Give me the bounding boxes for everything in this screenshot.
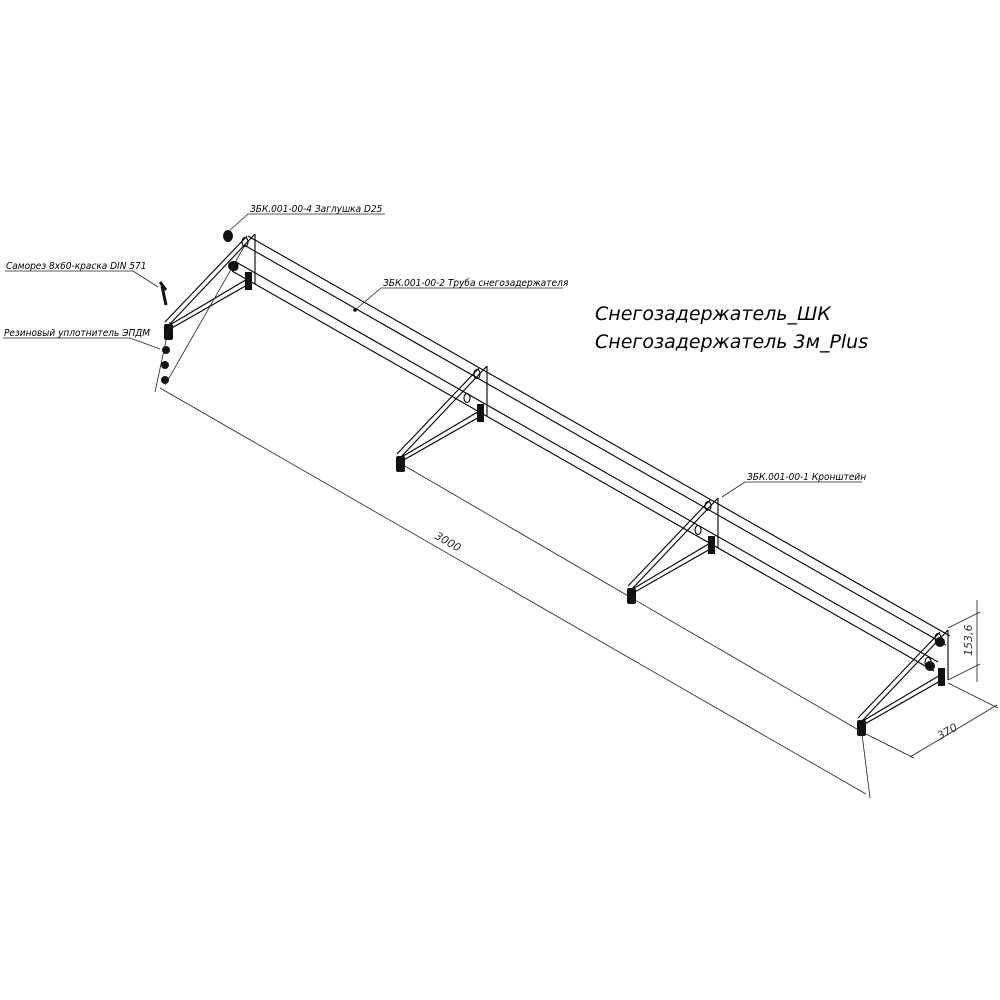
rubber-seal-icon (161, 346, 170, 384)
bolt-icon (245, 272, 252, 290)
bracket-callout-label: ЗБК.001-00-1 Кронштейн (747, 472, 866, 483)
screw-callout-label: Саморез 8х60-краска DIN 571 (6, 261, 146, 272)
bolt-icon (938, 668, 945, 686)
bracket (164, 233, 256, 340)
bracket (627, 497, 719, 604)
end-plug-icon (925, 661, 935, 671)
bolt-icon (477, 404, 484, 422)
end-plug-icon (935, 637, 945, 647)
foot-fastener-icon (857, 720, 866, 736)
tube-callout-label: ЗБК.001-00-2 Труба снегозадержателя (383, 277, 569, 289)
bolt-icon (708, 536, 715, 554)
bracket-callout-leader (721, 481, 862, 498)
lower-tube (231, 261, 939, 672)
screw-icon (158, 281, 168, 306)
drawing-title-line2: Снегозадержатель 3м_Plus (595, 331, 868, 353)
end-plug-icon (223, 230, 233, 242)
height-dimension-value: 153,6 (962, 625, 975, 657)
length-dimension-value: 3000 (433, 529, 464, 554)
screw-callout-leader (5, 270, 159, 288)
seal-callout-label: Резиновый уплотнитель ЭПДМ (4, 328, 150, 339)
upper-tube (243, 235, 951, 646)
bracket (857, 629, 949, 736)
plug-callout-leader (229, 213, 385, 231)
depth-dimension-value: 370 (935, 721, 960, 743)
foot-fastener-icon (396, 456, 405, 472)
foot-fastener-icon (164, 324, 173, 340)
depth-dimension (865, 682, 999, 759)
tube-callout-leader (353, 287, 563, 312)
plug-callout-label: ЗБК.001-00-4 Заглушка D25 (250, 204, 383, 215)
length-dimension (154, 321, 871, 799)
height-dimension (947, 600, 981, 682)
foot-fastener-icon (627, 588, 636, 604)
seal-callout-leader (3, 337, 161, 350)
drawing-title-line1: Снегозадержатель_ШК (595, 303, 832, 325)
bracket (396, 365, 488, 472)
